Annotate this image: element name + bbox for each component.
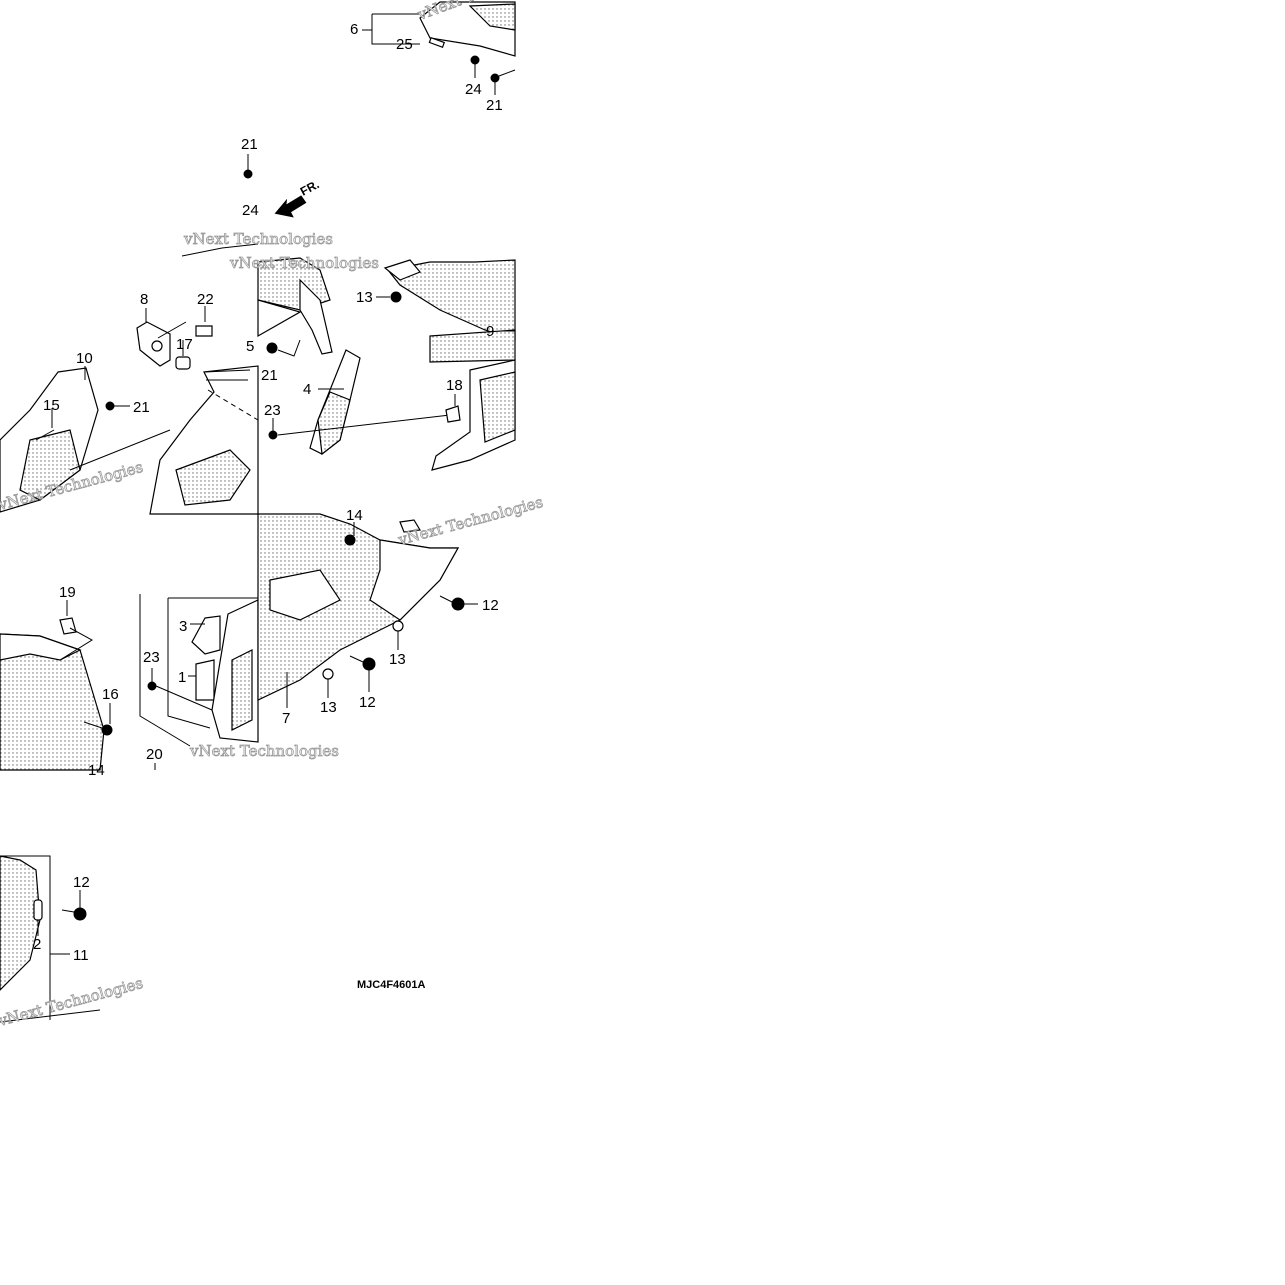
callout-25: 25 [396,36,413,53]
panel-middle-right [257,257,516,471]
callout-23: 23 [264,402,281,419]
panel-lower-middle [139,594,259,770]
callout-8: 8 [140,291,148,308]
callout-23: 23 [143,649,160,666]
callout-20: 20 [146,746,163,763]
callout-15: 15 [43,397,60,414]
watermark: vNext Technologies [189,742,339,760]
callout-7: 7 [282,710,290,727]
callout-1: 1 [178,669,186,686]
watermark: vNext Technologies [395,493,545,549]
callout-2: 2 [33,936,41,953]
watermark: vNext Technologies [0,974,145,1030]
panel-upper-left [181,154,259,257]
callout-18: 18 [446,377,463,394]
watermark: vNext Technologies [183,230,333,248]
callout-14: 14 [88,762,105,779]
callout-12: 12 [359,694,376,711]
direction-label: FR. [298,177,322,198]
callout-21: 21 [261,367,278,384]
callout-21: 21 [133,399,150,416]
callout-11: 11 [73,947,89,964]
callout-14: 14 [346,507,363,524]
front-direction-arrow: FR. [274,177,321,218]
callout-21: 21 [241,136,258,153]
panel-lower-right [257,513,478,708]
panel-top-right [362,1,516,95]
callout-24: 24 [465,81,482,98]
callout-10: 10 [76,350,93,367]
callout-21: 21 [486,97,503,114]
callout-13: 13 [389,651,406,668]
callout-17: 17 [176,336,193,353]
callout-9: 9 [486,323,494,340]
callout-6: 6 [350,21,358,38]
callout-22: 22 [197,291,214,308]
callout-3: 3 [179,618,187,635]
callout-12: 12 [73,874,90,891]
panel-middle-left [0,306,259,515]
callout-5: 5 [246,338,254,355]
callout-4: 4 [303,381,311,398]
panel-lower-left [0,600,113,771]
panel-bottom-left [0,855,101,1023]
callouts: 6 25 24 21 21 24 8 22 10 17 5 21 15 21 1… [33,21,503,964]
diagram-code: MJC4F4601A [357,979,426,991]
callout-16: 16 [102,686,119,703]
callout-13: 13 [356,289,373,306]
watermark: vNext Technologies [229,254,379,272]
callout-12: 12 [482,597,499,614]
callout-19: 19 [59,584,76,601]
callout-13: 13 [320,699,337,716]
callout-24: 24 [242,202,259,219]
